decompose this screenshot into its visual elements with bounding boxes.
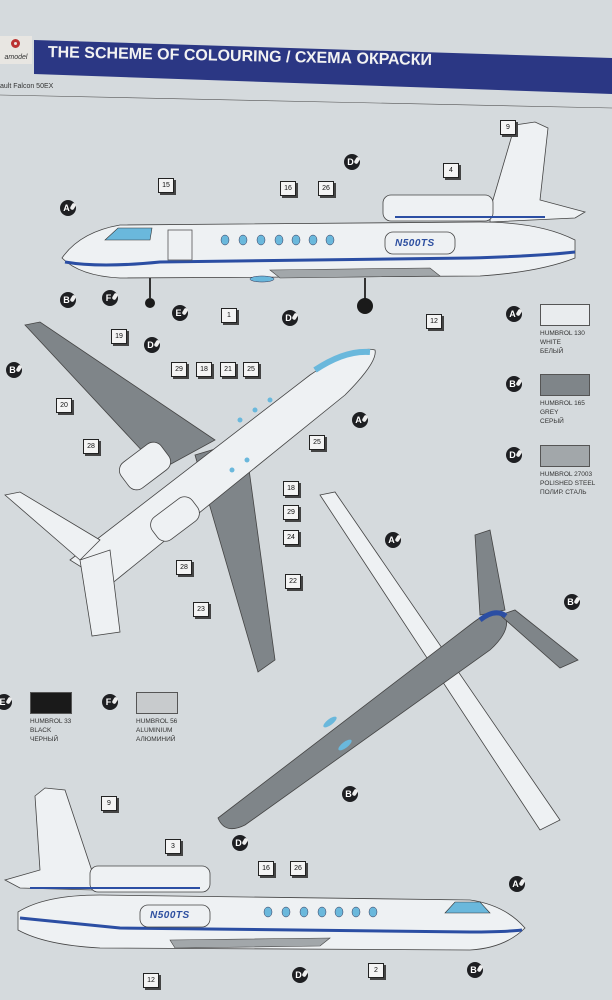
registration-top: N500TS [395, 238, 435, 249]
callout-part: 29 [171, 362, 187, 377]
legend-steel: D HUMBROL 27003 POLISHED STEEL ПОЛИР. СТ… [506, 445, 596, 497]
bottom-view [217, 491, 579, 831]
callout-colour: D [292, 967, 308, 983]
swatch-black [30, 692, 72, 714]
callout-part: 12 [426, 314, 442, 329]
callout-colour: D [282, 310, 298, 326]
side-view-top [61, 121, 587, 314]
swatch-white [540, 304, 590, 326]
callout-part: 26 [318, 181, 334, 196]
callout-part: 28 [83, 439, 99, 454]
callout-part: 29 [283, 505, 299, 520]
swatch-steel [540, 445, 590, 467]
callout-part: 4 [443, 163, 459, 178]
callout-part: 2 [368, 963, 384, 978]
callout-colour: A [60, 200, 76, 216]
brand-logo: amodel [0, 36, 32, 64]
callout-part: 16 [280, 181, 296, 196]
callout-part: 20 [56, 398, 72, 413]
callout-part: 18 [283, 481, 299, 496]
legend-code: HUMBROL 27003 [540, 471, 593, 478]
legend-letter: A [506, 306, 522, 322]
callout-part: 16 [258, 861, 274, 876]
plan-view [4, 321, 376, 673]
callout-colour: B [6, 362, 22, 378]
legend-code: HUMBROL 33 [30, 718, 72, 725]
aircraft-subtitle: ault Falcon 50EX [0, 83, 54, 90]
legend-letter: E [0, 694, 12, 710]
swatch-aluminium [136, 692, 178, 714]
header-band [34, 40, 612, 94]
callout-part: 15 [158, 178, 174, 193]
legend-name-en: POLISHED STEEL [540, 480, 596, 487]
callout-part: 25 [243, 362, 259, 377]
callout-colour: E [172, 305, 188, 321]
callout-part: 18 [196, 362, 212, 377]
callout-part: 19 [111, 329, 127, 344]
callout-colour: B [467, 962, 483, 978]
callout-colour: D [232, 835, 248, 851]
legend-name-ru: СЕРЫЙ [540, 418, 564, 425]
legend-name-en: WHITE [540, 339, 561, 346]
callout-part: 24 [283, 530, 299, 545]
legend-grey: B HUMBROL 165 GREY СЕРЫЙ [506, 374, 590, 426]
callout-part: 9 [500, 120, 516, 135]
legend-letter: F [102, 694, 118, 710]
callout-colour: D [144, 337, 160, 353]
legend-letter: B [506, 376, 522, 392]
callout-part: 12 [143, 973, 159, 988]
callout-colour: F [102, 290, 118, 306]
callout-colour: A [385, 532, 401, 548]
callout-part: 21 [220, 362, 236, 377]
callout-colour: B [564, 594, 580, 610]
legend-code: HUMBROL 130 [540, 330, 585, 337]
legend-name-ru: АЛЮМИНИЙ [136, 736, 176, 743]
side-view-bottom [3, 787, 526, 951]
legend-letter: D [506, 447, 522, 463]
registration-bottom: N500TS [150, 910, 190, 921]
legend-black: E HUMBROL 33 BLACK ЧЕРНЫЙ [0, 692, 72, 744]
callout-colour: B [342, 786, 358, 802]
legend-aluminium: F HUMBROL 56 ALUMINIUM АЛЮМИНИЙ [102, 692, 178, 744]
callout-colour: A [352, 412, 368, 428]
legend-name-ru: БЕЛЫЙ [540, 348, 564, 355]
callout-part: 3 [165, 839, 181, 854]
legend-code: HUMBROL 165 [540, 400, 585, 407]
callout-part: 22 [285, 574, 301, 589]
callout-part: 26 [290, 861, 306, 876]
callout-part: 28 [176, 560, 192, 575]
callout-part: 9 [101, 796, 117, 811]
callout-colour: D [344, 154, 360, 170]
callout-part: 1 [221, 308, 237, 323]
legend-name-ru: ЧЕРНЫЙ [30, 736, 59, 743]
legend-code: HUMBROL 56 [136, 718, 178, 725]
legend-name-en: ALUMINIUM [136, 727, 173, 734]
callout-colour: B [60, 292, 76, 308]
legend-name-en: BLACK [30, 727, 52, 734]
legend-name-ru: ПОЛИР. СТАЛЬ [540, 489, 587, 496]
callout-part: 25 [309, 435, 325, 450]
legend-white: A HUMBROL 130 WHITE БЕЛЫЙ [506, 304, 590, 356]
swatch-grey [540, 374, 590, 396]
legend-name-en: GREY [540, 409, 559, 416]
callout-colour: A [509, 876, 525, 892]
callout-part: 23 [193, 602, 209, 617]
